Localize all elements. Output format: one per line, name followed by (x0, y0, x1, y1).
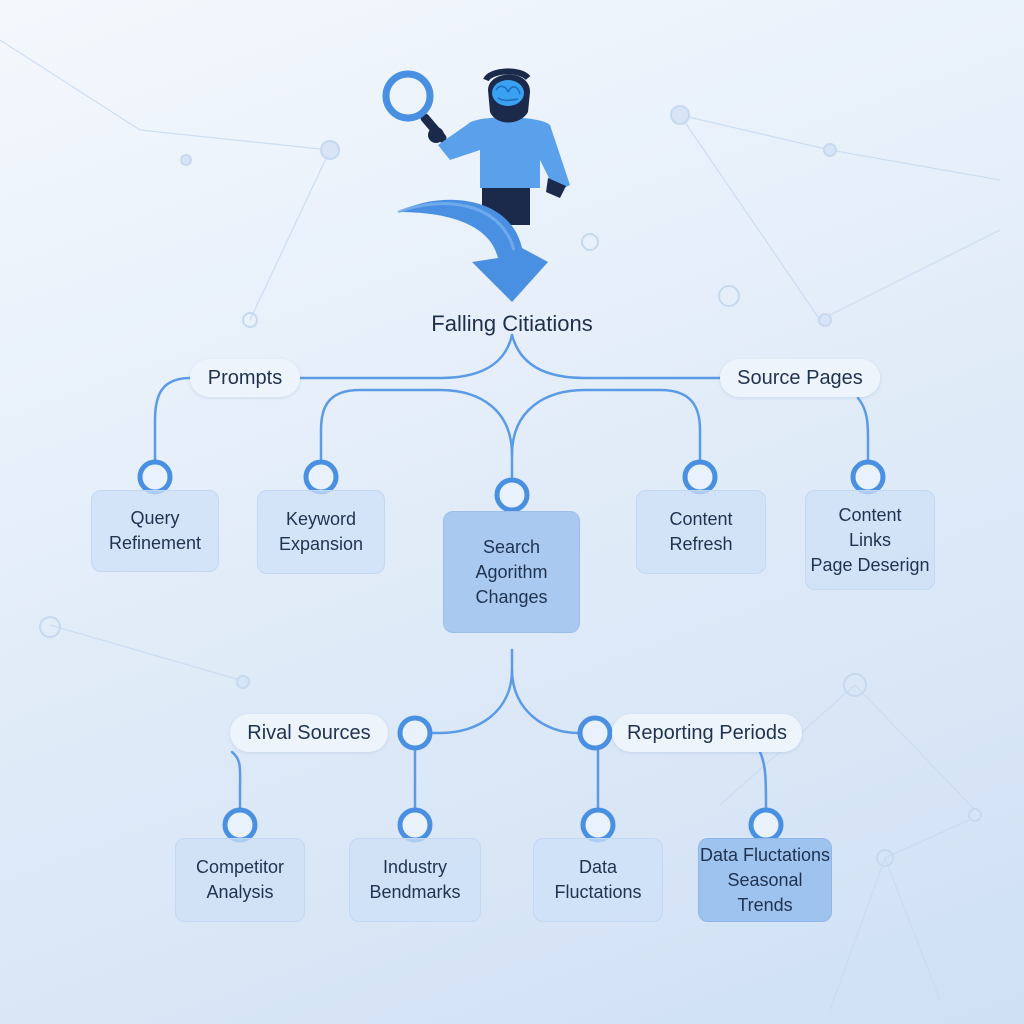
branch-rival-sources: Rival Sources (230, 714, 388, 752)
node-rings (137, 459, 886, 843)
node-data-fluctuations: Data Fluctations (533, 838, 663, 922)
node-ring-rival (397, 715, 433, 751)
node-ring-reporting (577, 715, 613, 751)
node-content-refresh: Content Refresh (636, 490, 766, 574)
node-industry-benchmarks: Industry Bendmarks (349, 838, 481, 922)
node-ring-search (494, 477, 530, 513)
node-search-algorithm-changes: Search Agorithm Changes (443, 511, 580, 633)
curved-down-arrow-icon (397, 199, 548, 302)
node-seasonal-trends: Data Fluctations Seasonal Trends (698, 838, 832, 922)
node-content-links: Content Links Page Deserign (805, 490, 935, 590)
node-query-refinement: Query Refinement (91, 490, 219, 572)
diagram-title: Falling Citiations (431, 311, 593, 336)
branch-source-pages: Source Pages (720, 359, 880, 397)
branch-reporting-periods: Reporting Periods (612, 714, 802, 752)
node-keyword-expansion: Keyword Expansion (257, 490, 385, 574)
branch-prompts: Prompts (190, 359, 300, 397)
node-competitor-analysis: Competitor Analysis (175, 838, 305, 922)
